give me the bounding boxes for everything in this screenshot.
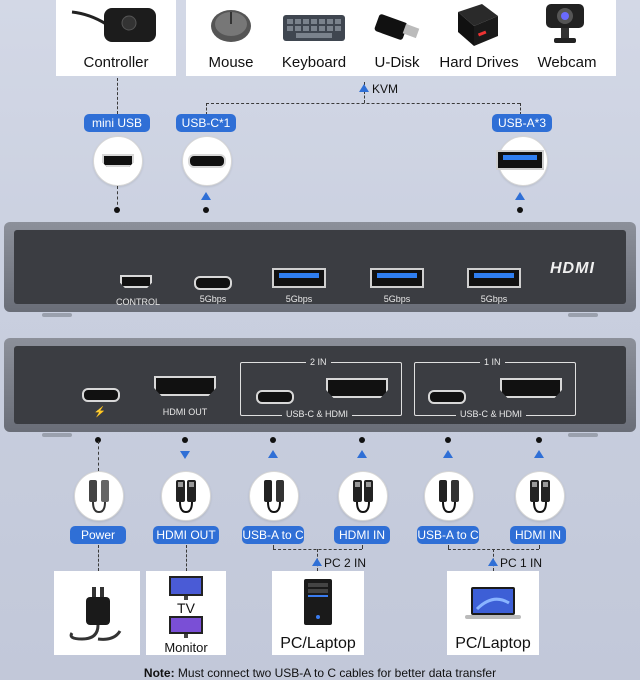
pc1-label: PC 1 IN xyxy=(500,556,543,570)
kvm-label: KVM xyxy=(372,82,399,96)
webcam-icon xyxy=(546,4,584,43)
hdmi-in-cable-circle-2 xyxy=(338,471,388,521)
udisk-label: U-Disk xyxy=(374,54,420,71)
tv-icon xyxy=(169,576,203,600)
usba-c-cable-circle-2 xyxy=(249,471,299,521)
hdmi-out-port-label: HDMI OUT xyxy=(162,407,208,417)
hdmi-in-pill-1: HDMI IN xyxy=(510,526,566,544)
input-group-1-title: 1 IN xyxy=(480,357,505,367)
power-symbol-icon: ⚡ xyxy=(93,407,107,418)
pc2-label: PC 2 IN xyxy=(324,556,367,570)
input-group-2-title: 2 IN xyxy=(306,357,331,367)
hdmi-cable-icon xyxy=(353,480,373,514)
input-2-hdmi-port xyxy=(326,378,388,398)
tv-label: TV xyxy=(177,600,195,616)
front-usb-a-port-3 xyxy=(467,268,521,288)
usb-a-to-c-cable-icon xyxy=(264,480,284,514)
controller-card: Controller xyxy=(56,0,176,76)
display-card: TV Monitor xyxy=(146,571,226,655)
usba-c-cable-circle-1 xyxy=(424,471,474,521)
hdmi-cable-icon xyxy=(176,480,196,514)
power-cable-circle xyxy=(74,471,124,521)
front-usb-c-speed: 5Gbps xyxy=(199,294,227,304)
hdmi-in-pill-2: HDMI IN xyxy=(334,526,390,544)
usb-c-cable-icon xyxy=(89,480,109,514)
power-adapter-card xyxy=(54,571,140,655)
power-adapter-icon xyxy=(69,587,122,641)
usb-c-port-circle xyxy=(182,136,232,186)
input-group-2-label: USB-C & HDMI xyxy=(282,409,353,419)
usb-a-pill: USB-A*3 xyxy=(492,114,552,132)
control-port xyxy=(120,275,152,288)
pc-laptop-label-2: PC/Laptop xyxy=(280,635,356,652)
monitor-icon xyxy=(169,616,203,638)
hard-drive-icon xyxy=(458,4,498,46)
mouse-label: Mouse xyxy=(208,54,254,71)
keyboard-label: Keyboard xyxy=(281,54,347,71)
hdmi-logo: HDMI xyxy=(550,260,595,277)
kvm-arrow-icon xyxy=(359,84,369,92)
kvm-back-panel: ⚡ HDMI OUT 2 IN USB-C & HDMI 1 IN USB-C … xyxy=(4,338,636,432)
udisk-icon xyxy=(374,14,420,40)
mouse-icon xyxy=(211,10,251,42)
pc-laptop-card-2: PC/Laptop xyxy=(272,571,364,655)
power-port xyxy=(82,388,120,402)
hard-drives-label: Hard Drives xyxy=(439,54,519,71)
mini-usb-port-circle xyxy=(93,136,143,186)
usba-c-pill-1: USB-A to C xyxy=(417,526,479,544)
monitor-label: Monitor xyxy=(164,640,208,655)
kvm-front-panel: CONTROL 5Gbps 5Gbps 5Gbps 5Gbps HDMI xyxy=(4,222,636,312)
power-pill: Power xyxy=(70,526,126,544)
keyboard-icon xyxy=(283,15,345,41)
laptop-icon xyxy=(465,587,521,619)
kvm-bracket-line xyxy=(206,103,520,104)
peripherals-card: Mouse Keyboard U-Disk Hard Drives Webcam xyxy=(186,0,616,76)
note-text: Note: Must connect two USB-A to C cables… xyxy=(0,666,640,680)
mini-usb-pill: mini USB xyxy=(84,114,150,132)
hdmi-out-port xyxy=(154,376,216,396)
hdmi-in-cable-circle-1 xyxy=(515,471,565,521)
pc-laptop-label-1: PC/Laptop xyxy=(455,635,531,652)
usba-c-pill-2: USB-A to C xyxy=(242,526,304,544)
controller-icon xyxy=(71,8,156,42)
input-group-1-label: USB-C & HDMI xyxy=(456,409,527,419)
pc-laptop-card-1: PC/Laptop xyxy=(447,571,539,655)
desktop-pc-icon xyxy=(304,579,332,625)
hdmi-out-pill: HDMI OUT xyxy=(153,526,219,544)
control-label: CONTROL xyxy=(115,297,160,307)
controller-label: Controller xyxy=(83,54,149,71)
hdmi-cable-icon xyxy=(530,480,550,514)
front-usb-a-port-2 xyxy=(370,268,424,288)
usb-a-port-icon xyxy=(496,150,544,170)
mini-usb-port-icon xyxy=(102,154,134,167)
input-2-usb-c-port xyxy=(256,390,294,404)
note-body: Must connect two USB-A to C cables for b… xyxy=(174,666,497,680)
input-1-usb-c-port xyxy=(428,390,466,404)
usb-c-port-icon xyxy=(188,154,226,168)
input-1-hdmi-port xyxy=(500,378,562,398)
usb-a-port-circle xyxy=(496,136,548,186)
webcam-label: Webcam xyxy=(537,54,597,71)
usb-c-pill: USB-C*1 xyxy=(176,114,236,132)
note-prefix: Note: xyxy=(143,666,175,680)
front-usb-a-port-1 xyxy=(272,268,326,288)
hdmi-out-cable-circle xyxy=(161,471,211,521)
usb-a-to-c-cable-icon xyxy=(439,480,459,514)
front-usb-c-port xyxy=(194,276,232,290)
